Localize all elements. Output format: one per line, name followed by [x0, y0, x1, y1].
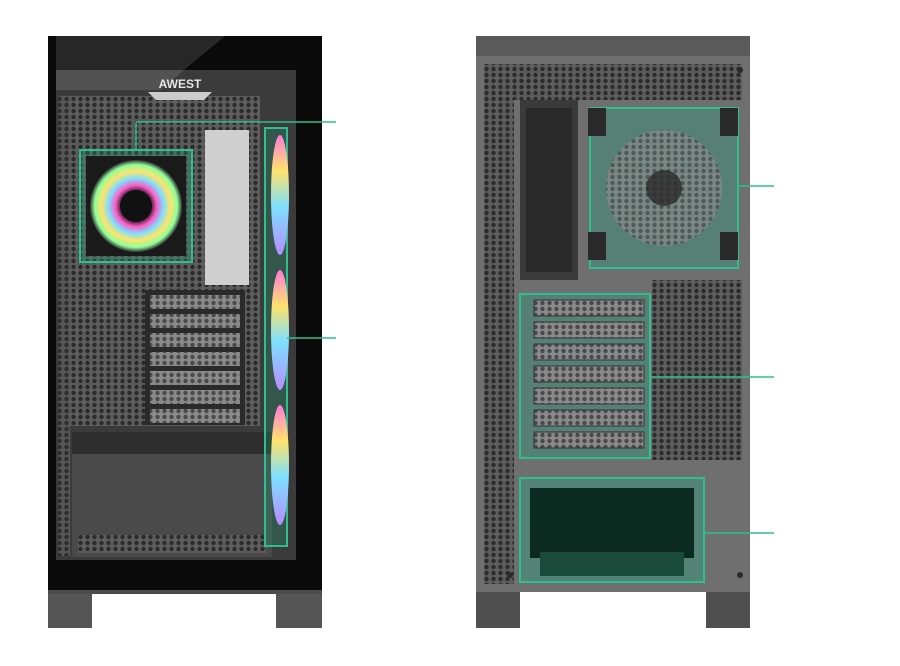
- fan-mount-corner-tr: [720, 108, 738, 136]
- io-shield-inner: [526, 108, 572, 272]
- logo: AWEST: [148, 77, 212, 100]
- psu-shroud-top: [72, 432, 272, 454]
- screw-2: [737, 572, 743, 578]
- fan-mount-corner-bl: [588, 232, 606, 260]
- glass-reflection: [56, 36, 225, 90]
- rear-mesh-top: [514, 64, 742, 100]
- rear-view: [476, 36, 774, 628]
- psu-bay-vent: [540, 552, 684, 576]
- rear-fan-hub: [120, 190, 152, 222]
- front-mesh-strip: [58, 96, 70, 556]
- side-fan-2: [271, 270, 289, 390]
- left-foot-front: [48, 590, 92, 628]
- rear-foot-left: [476, 588, 520, 628]
- rear-mesh-right: [652, 280, 742, 460]
- left-foot-back: [276, 590, 322, 628]
- inner-expansion-slots: [145, 290, 245, 425]
- fan-mount-corner-br: [720, 232, 738, 260]
- rear-mesh-left: [484, 64, 514, 584]
- expansion-slot-covers: [533, 299, 645, 449]
- logo-text: AWEST: [159, 77, 202, 91]
- side-fan-1: [271, 135, 289, 255]
- rear-foot-right: [706, 588, 750, 628]
- rear-case-top-edge: [476, 36, 750, 56]
- front-side-view: AWEST: [48, 36, 336, 628]
- fan-mount-corner-tl: [588, 108, 606, 136]
- psu-bay-opening: [530, 488, 694, 558]
- bottom-vent: [78, 535, 266, 553]
- screw-3: [507, 572, 513, 578]
- rear-fan-mount-hub: [646, 170, 682, 206]
- side-fan-3: [271, 405, 289, 525]
- cable-cutout: [205, 130, 249, 285]
- case-base: [48, 588, 322, 594]
- screw-1: [737, 67, 743, 73]
